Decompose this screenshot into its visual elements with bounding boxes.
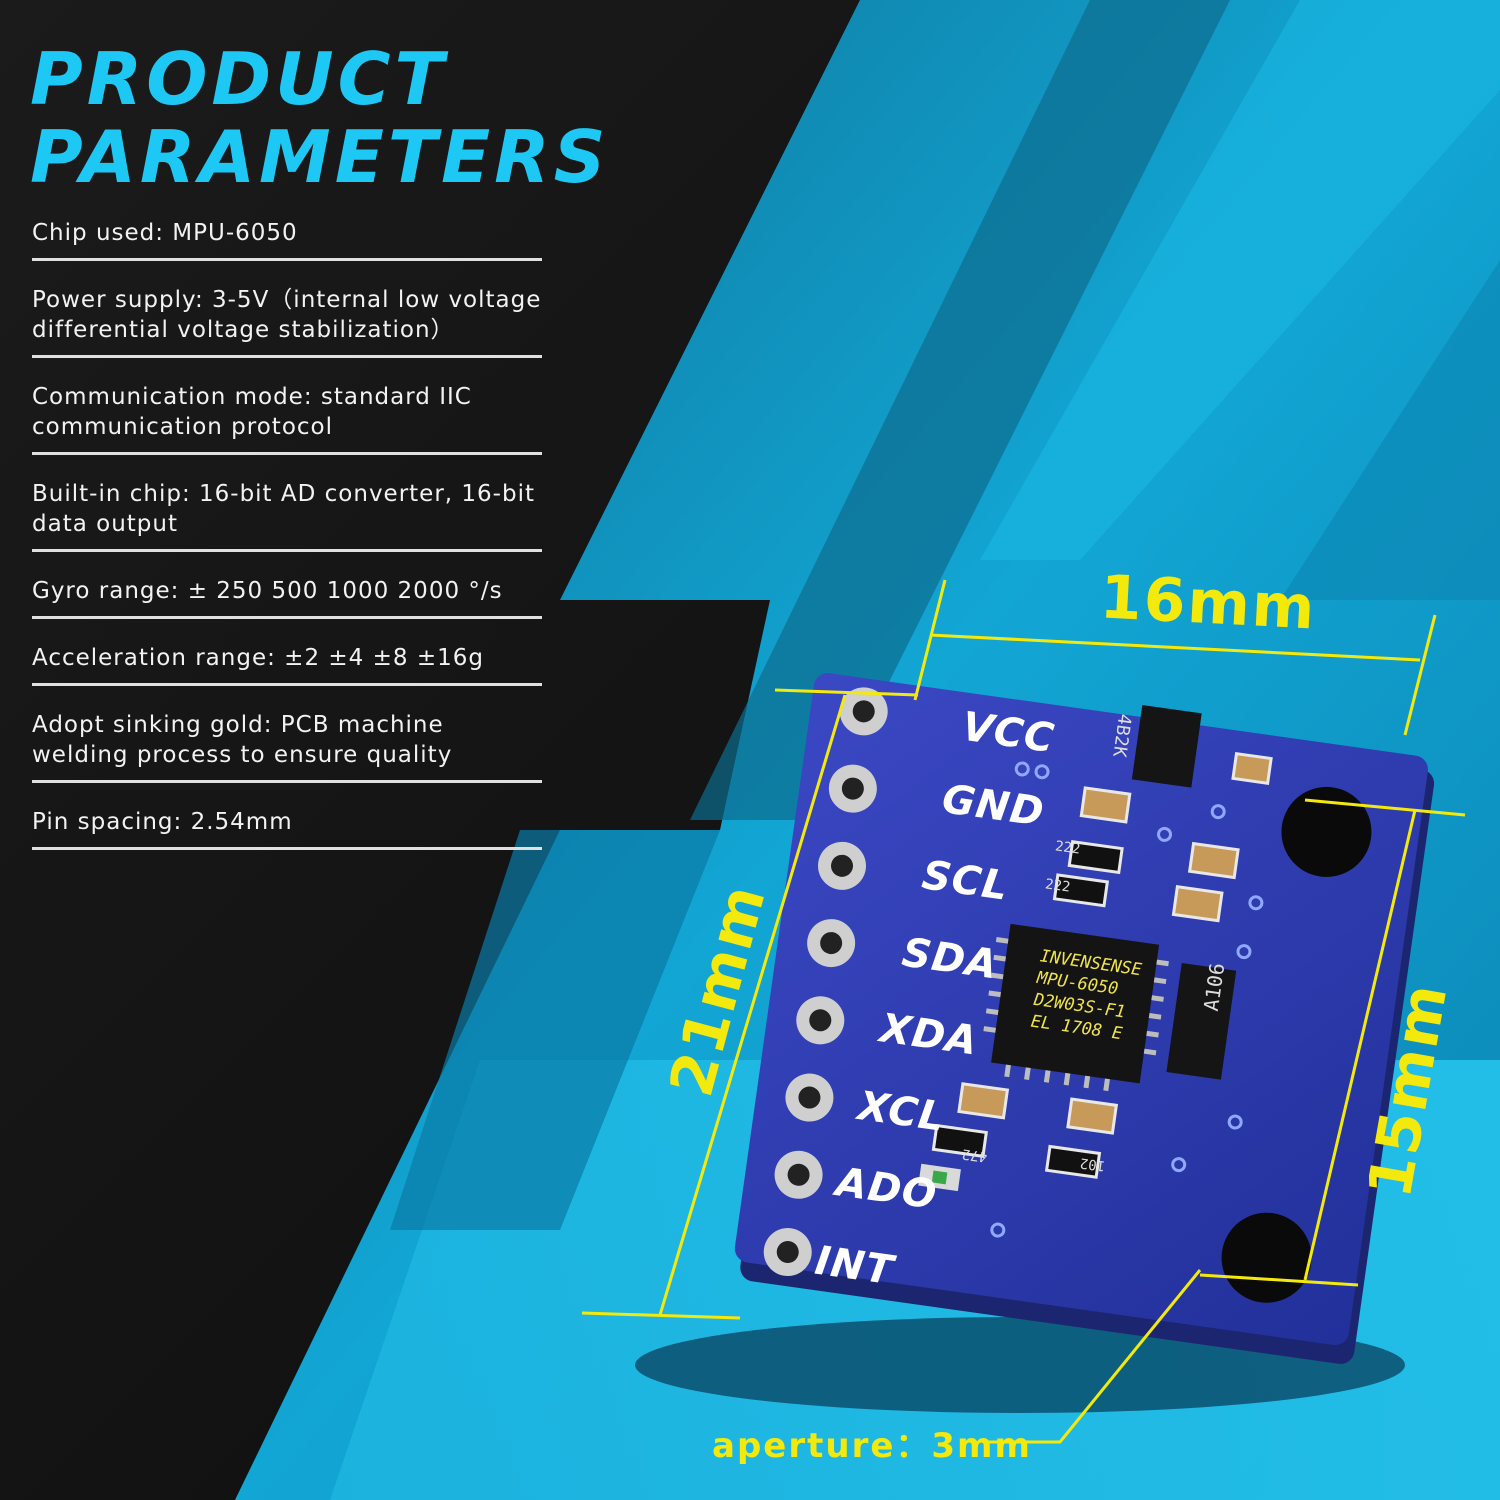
param-built-in-chip: Built-in chip: 16-bit AD converter, 16-b… [32,473,542,552]
pcb-board [734,673,1435,1364]
dimension-lines [581,579,1466,1444]
stripe-4 [390,830,720,1230]
param-communication: Communication mode: standard IIC communi… [32,376,542,455]
page-title: PRODUCT PARAMETERS [30,40,609,196]
capacitors [957,751,1273,1135]
pin-pads [763,687,888,1277]
aperture-leader [985,1269,1202,1444]
resistor-marking-3: 472 [961,1145,989,1165]
resistor-marking-2: 222 [1044,876,1072,896]
param-power: Power supply: 3-5V（internal low voltage … [32,279,542,358]
resistors [931,839,1124,1179]
dim-label-16mm: 16mm [1098,562,1319,644]
param-gyro-range: Gyro range: ± 250 500 1000 2000 °/s [32,570,542,619]
param-chip: Chip used: MPU-6050 [32,212,542,261]
side-chip [1166,963,1237,1080]
dim-line-21mm [658,694,847,1316]
mpu-chip [991,923,1160,1084]
parameter-list: Chip used: MPU-6050 Power supply: 3-5V（i… [32,212,542,868]
regulator-chip [1131,705,1202,788]
vias [990,761,1264,1238]
chip-leads [983,937,1169,1092]
title-line-2: PARAMETERS [30,115,610,199]
stripe-3 [1280,260,1500,600]
param-gold: Adopt sinking gold: PCB machine welding … [32,704,542,783]
dim-label-aperture: aperture：3mm [712,1426,1032,1466]
param-pin-spacing: Pin spacing: 2.54mm [32,801,542,850]
param-accel-range: Acceleration range: ±2 ±4 ±8 ±16g [32,637,542,686]
stripe-2 [980,0,1500,560]
dim-line-16mm [929,633,1421,662]
resistor-marking-1: 222 [1054,838,1082,858]
stripe-1 [690,0,1230,820]
chip-marking: INVENSENSE MPU-6050 D2W03S-F1 EL 1708 E [1029,945,1143,1046]
title-line-1: PRODUCT [30,37,448,121]
dim-line-15mm [1303,809,1417,1281]
mount-hole-top [1281,786,1372,877]
resistor-marking-4: 102 [1079,1154,1107,1174]
